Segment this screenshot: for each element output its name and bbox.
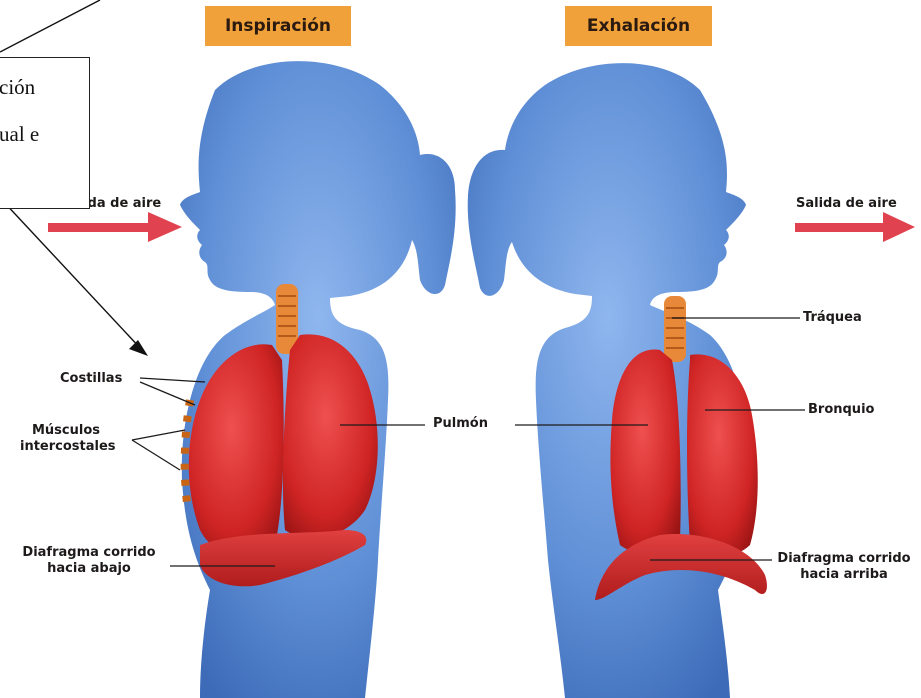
label-diafragma-abajo: Diafragma corrido hacia abajo — [10, 545, 168, 577]
title-exhalacion: Exhalación — [565, 6, 712, 46]
label-diafragma-arriba: Diafragma corrido hacia arriba — [774, 551, 914, 583]
annotation-note-box: ción ual e — [0, 57, 90, 209]
label-diafragma-arriba-line2: hacia arriba — [774, 567, 914, 583]
note-line-2: ual e — [0, 122, 39, 147]
left-air-arrow — [48, 212, 182, 242]
label-musculos-line2: intercostales — [20, 439, 112, 455]
right-trachea — [664, 296, 686, 362]
title-inspiracion: Inspiración — [205, 6, 351, 46]
label-musculos-line1: Músculos — [20, 423, 112, 439]
label-diafragma-abajo-line2: hacia abajo — [10, 561, 168, 577]
label-costillas: Costillas — [60, 371, 122, 387]
label-diafragma-abajo-line1: Diafragma corrido — [10, 545, 168, 561]
right-air-arrow — [795, 212, 915, 242]
label-traquea: Tráquea — [803, 310, 862, 326]
label-bronquio: Bronquio — [808, 402, 874, 418]
label-diafragma-arriba-line1: Diafragma corrido — [774, 551, 914, 567]
note-arrowhead — [129, 340, 148, 356]
note-line-1: ción — [0, 75, 35, 100]
label-musculos-intercostales: Músculos intercostales — [20, 423, 112, 455]
label-salida-aire: Salida de aire — [796, 196, 897, 212]
label-pulmon: Pulmón — [433, 416, 488, 432]
